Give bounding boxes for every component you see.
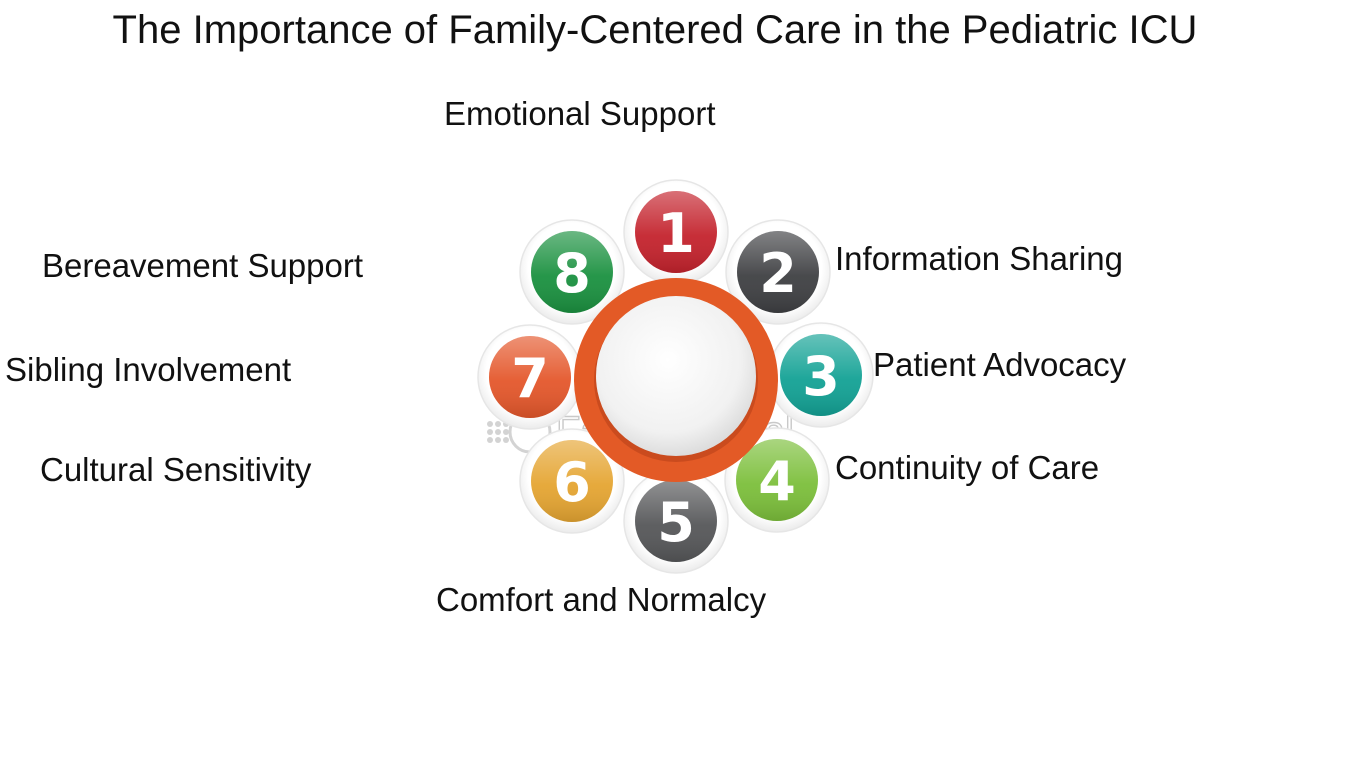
badge-number: 5 xyxy=(657,491,695,554)
label-comfort-and-normalcy: Comfort and Normalcy xyxy=(436,581,767,618)
badge-5: 5 xyxy=(623,468,729,574)
badge-6: 6 xyxy=(519,428,625,534)
page-title: The Importance of Family-Centered Care i… xyxy=(112,8,1198,52)
label-patient-advocacy: Patient Advocacy xyxy=(873,346,1127,383)
badge-8: 8 xyxy=(519,219,625,325)
center-hub xyxy=(574,278,778,482)
badge-gloss xyxy=(635,191,717,273)
badge-number: 4 xyxy=(758,450,796,513)
badge-gloss xyxy=(635,480,717,562)
badge-number: 7 xyxy=(511,347,549,410)
badge-number: 1 xyxy=(657,202,695,265)
badge-gloss xyxy=(780,334,862,416)
label-information-sharing: Information Sharing xyxy=(835,240,1123,277)
badge-4: 4 xyxy=(724,427,830,533)
label-emotional-support: Emotional Support xyxy=(444,95,716,132)
label-sibling-involvement: Sibling Involvement xyxy=(5,351,292,388)
center-disc xyxy=(596,296,756,456)
badge-gloss xyxy=(736,439,818,521)
badge-number: 8 xyxy=(553,242,591,305)
label-cultural-sensitivity: Cultural Sensitivity xyxy=(40,451,312,488)
badge-number: 2 xyxy=(759,242,797,305)
label-continuity-of-care: Continuity of Care xyxy=(835,449,1100,486)
badge-gloss xyxy=(489,336,571,418)
badge-number: 6 xyxy=(553,451,591,514)
badge-gloss xyxy=(531,231,613,313)
badge-gloss xyxy=(531,440,613,522)
badge-3: 3 xyxy=(768,322,874,428)
badge-2: 2 xyxy=(725,219,831,325)
badge-gloss xyxy=(737,231,819,313)
badge-7: 7 xyxy=(477,324,583,430)
label-bereavement-support: Bereavement Support xyxy=(42,247,364,284)
badge-1: 1 xyxy=(623,179,729,285)
badge-number: 3 xyxy=(802,345,840,408)
